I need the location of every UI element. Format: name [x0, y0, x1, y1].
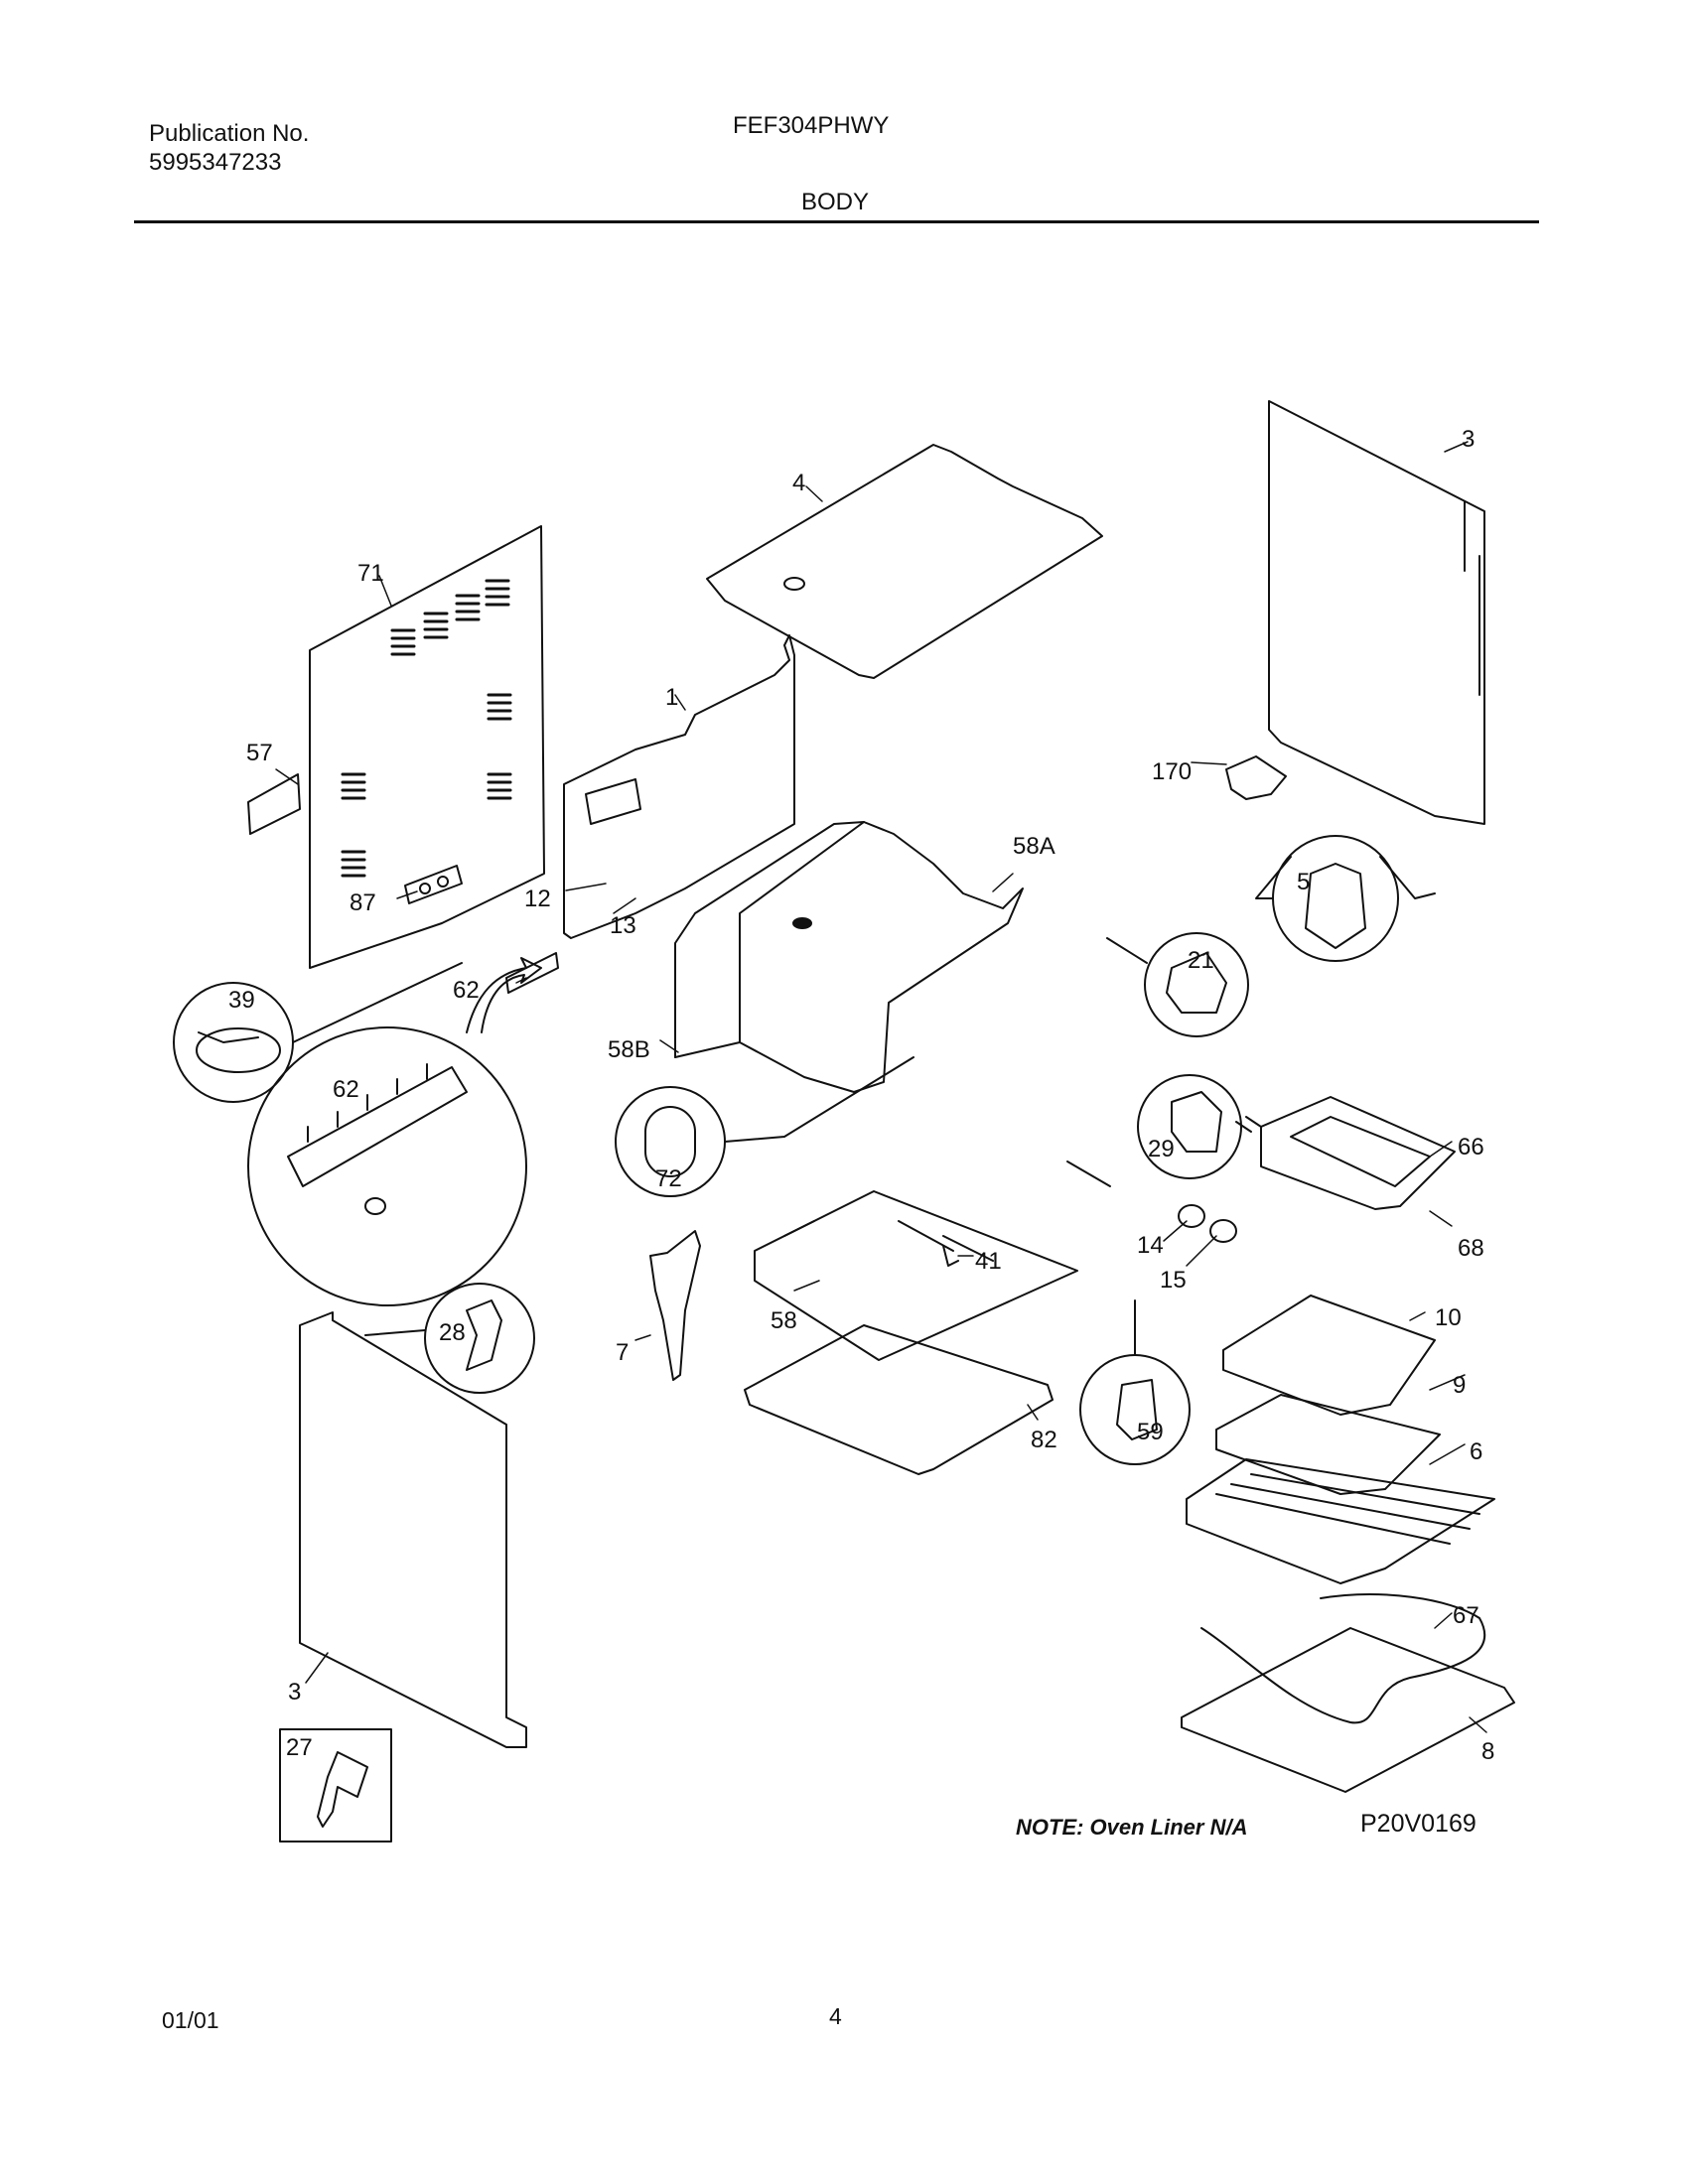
- inset-29-drawing: [1066, 1074, 1242, 1187]
- bracket-57-drawing: [247, 773, 301, 835]
- part-label-6: 6: [1470, 1438, 1482, 1465]
- part-label-27: 27: [286, 1734, 313, 1761]
- inset-39-drawing: [173, 962, 463, 1103]
- side-panel-right-drawing: [1268, 400, 1485, 825]
- part-label-14: 14: [1137, 1232, 1164, 1259]
- hinge-drawing: [649, 1230, 701, 1381]
- insulation-drawing: [674, 821, 1024, 1093]
- part-label-62-small: 62: [453, 977, 480, 1004]
- part-label-3-left: 3: [288, 1679, 301, 1706]
- part-41-drawing: [942, 1245, 959, 1267]
- part-label-29: 29: [1148, 1136, 1175, 1162]
- model-number: FEF304PHWY: [733, 112, 890, 139]
- part-62-small-drawing: [505, 952, 559, 994]
- section-title: BODY: [801, 189, 870, 215]
- part-label-57: 57: [246, 740, 273, 766]
- part-label-7: 7: [616, 1339, 629, 1366]
- lower-panel-drawing: [744, 1324, 1054, 1475]
- bottom-insulation-drawing: [754, 1190, 1078, 1361]
- part-label-21: 21: [1188, 947, 1214, 974]
- oven-liner-note: NOTE: Oven Liner N/A: [1016, 1815, 1247, 1840]
- part-label-68: 68: [1458, 1235, 1484, 1262]
- part-label-4: 4: [792, 470, 805, 496]
- oven-light-drawing: [1178, 1204, 1237, 1243]
- publication-number: 5995347233: [149, 149, 282, 176]
- part-label-58: 58: [771, 1307, 797, 1334]
- rear-panel-drawing: [309, 525, 545, 969]
- part-label-170: 170: [1152, 758, 1192, 785]
- element-wire-drawing: [1200, 1593, 1486, 1724]
- part-label-82: 82: [1031, 1427, 1057, 1453]
- broil-stack-drawing: [1186, 1295, 1495, 1584]
- inset-62-drawing: [247, 957, 542, 1306]
- part-label-41: 41: [975, 1248, 1002, 1275]
- part-label-12: 12: [524, 886, 551, 912]
- part-label-58b: 58B: [608, 1036, 650, 1063]
- part-label-71: 71: [357, 560, 384, 587]
- part-label-28: 28: [439, 1319, 466, 1346]
- part-label-13: 13: [610, 912, 636, 939]
- inset-21-drawing: [1106, 932, 1249, 1037]
- part-label-1: 1: [665, 684, 678, 711]
- leader-lines: [275, 441, 1487, 1733]
- front-frame-drawing: [563, 634, 795, 939]
- part-label-8: 8: [1481, 1738, 1494, 1765]
- part-label-62-inset: 62: [333, 1076, 359, 1103]
- inset-72-drawing: [615, 1056, 914, 1197]
- part-label-9: 9: [1453, 1372, 1466, 1399]
- part-number-labels: 3 4 71 1 57 170 58A 5 12 87 13 21 39 62 …: [228, 426, 1494, 1765]
- part-label-87: 87: [350, 889, 376, 916]
- page-number: 4: [829, 2003, 842, 2029]
- bake-element-drawing: [1235, 1096, 1456, 1210]
- part-label-59: 59: [1137, 1419, 1164, 1445]
- diagram-code: P20V0169: [1360, 1810, 1477, 1838]
- publication-label: Publication No.: [149, 120, 310, 147]
- part-label-66: 66: [1458, 1134, 1484, 1160]
- part-label-5: 5: [1297, 869, 1310, 895]
- part-label-67: 67: [1453, 1602, 1479, 1629]
- inset-28-drawing: [364, 1283, 535, 1394]
- footer-date: 01/01: [162, 2007, 219, 2033]
- part-label-3: 3: [1462, 426, 1475, 453]
- side-panel-left-drawing: [299, 1311, 527, 1748]
- header-rule: [134, 220, 1539, 223]
- bracket-170-drawing: [1225, 755, 1287, 800]
- top-panel-drawing: [706, 444, 1103, 679]
- part-label-15: 15: [1160, 1267, 1187, 1294]
- part-label-72: 72: [655, 1165, 682, 1192]
- inset-5-drawing: [1255, 835, 1436, 962]
- inset-27-drawing: [279, 1728, 392, 1843]
- oven-floor-drawing: [1181, 1627, 1515, 1793]
- part-label-58a: 58A: [1013, 833, 1055, 860]
- part-label-10: 10: [1435, 1304, 1462, 1331]
- part-label-39: 39: [228, 987, 255, 1014]
- inset-59-drawing: [1079, 1299, 1191, 1465]
